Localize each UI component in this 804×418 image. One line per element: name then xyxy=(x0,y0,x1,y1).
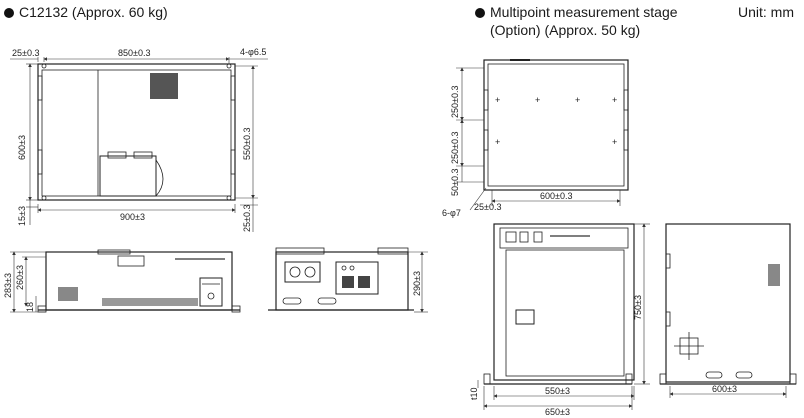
dim-600: 600±3 xyxy=(17,135,27,160)
stage-front-dimensions xyxy=(477,223,650,410)
svg-text:+: + xyxy=(612,95,617,105)
dim-18: 18 xyxy=(25,302,35,312)
dim-stage-550: 550±3 xyxy=(545,386,570,396)
dim-stage-650: 650±3 xyxy=(545,407,570,417)
stage-title-line2: (Option) (Approx. 50 kg) xyxy=(490,22,641,38)
c12132-top-dimensions xyxy=(10,57,268,232)
dim-stage-600: 600±0.3 xyxy=(540,191,572,201)
dim-283: 283±3 xyxy=(3,273,13,298)
vent-grille xyxy=(58,287,78,301)
unit-label: Unit: mm xyxy=(738,4,794,20)
dim-stage-250a: 250±0.3 xyxy=(450,86,460,118)
svg-text:+: + xyxy=(495,137,500,147)
c12132-top-view xyxy=(37,63,236,201)
svg-text:+: + xyxy=(495,95,500,105)
bullet-icon xyxy=(475,8,485,18)
stage-side-view xyxy=(659,223,797,385)
dim-stage-holes: 6-φ7 xyxy=(442,208,461,218)
dim-stage-50: 50±0.3 xyxy=(450,169,460,196)
vent-grille xyxy=(768,264,780,286)
svg-text:+: + xyxy=(535,95,540,105)
c12132-front-dimensions xyxy=(10,251,46,313)
vent-grille xyxy=(102,298,198,306)
dim-290: 290±3 xyxy=(412,271,422,296)
stage-top-dimensions xyxy=(456,67,621,211)
dim-stage-750: 750±3 xyxy=(633,295,643,320)
c12132-front-view xyxy=(37,249,241,313)
dim-25-right: 25±0.3 xyxy=(242,205,252,232)
c12132-title: C12132 (Approx. 60 kg) xyxy=(4,4,168,21)
svg-text:+: + xyxy=(612,137,617,147)
c12132-title-text: C12132 (Approx. 60 kg) xyxy=(19,4,168,20)
vent-grille xyxy=(150,73,178,99)
stage-title: Multipoint measurement stage xyxy=(475,4,678,21)
dim-stage-250b: 250±0.3 xyxy=(450,132,460,164)
dim-550: 550±0.3 xyxy=(242,128,252,160)
dim-15: 15±3 xyxy=(17,206,27,226)
bullet-icon xyxy=(4,8,14,18)
dim-900: 900±3 xyxy=(120,212,145,222)
dim-holes: 4-φ6.5 xyxy=(240,47,266,57)
stage-title-line1: Multipoint measurement stage xyxy=(490,4,678,20)
stage-side-dimensions xyxy=(669,386,787,398)
c12132-side-view xyxy=(268,247,414,311)
dim-850: 850±0.3 xyxy=(118,48,150,58)
dim-stage-t10: t10 xyxy=(469,387,479,400)
stage-front-view xyxy=(483,223,635,385)
c12132-side-dimensions xyxy=(408,251,428,313)
dim-stage-25: 25±0.3 xyxy=(474,202,501,212)
stage-top-view: + + + + + + xyxy=(483,59,629,191)
dim-stage-600-side: 600±3 xyxy=(712,384,737,394)
dim-260: 260±3 xyxy=(15,265,25,290)
dim-25-top: 25±0.3 xyxy=(12,48,39,58)
svg-text:+: + xyxy=(575,95,580,105)
